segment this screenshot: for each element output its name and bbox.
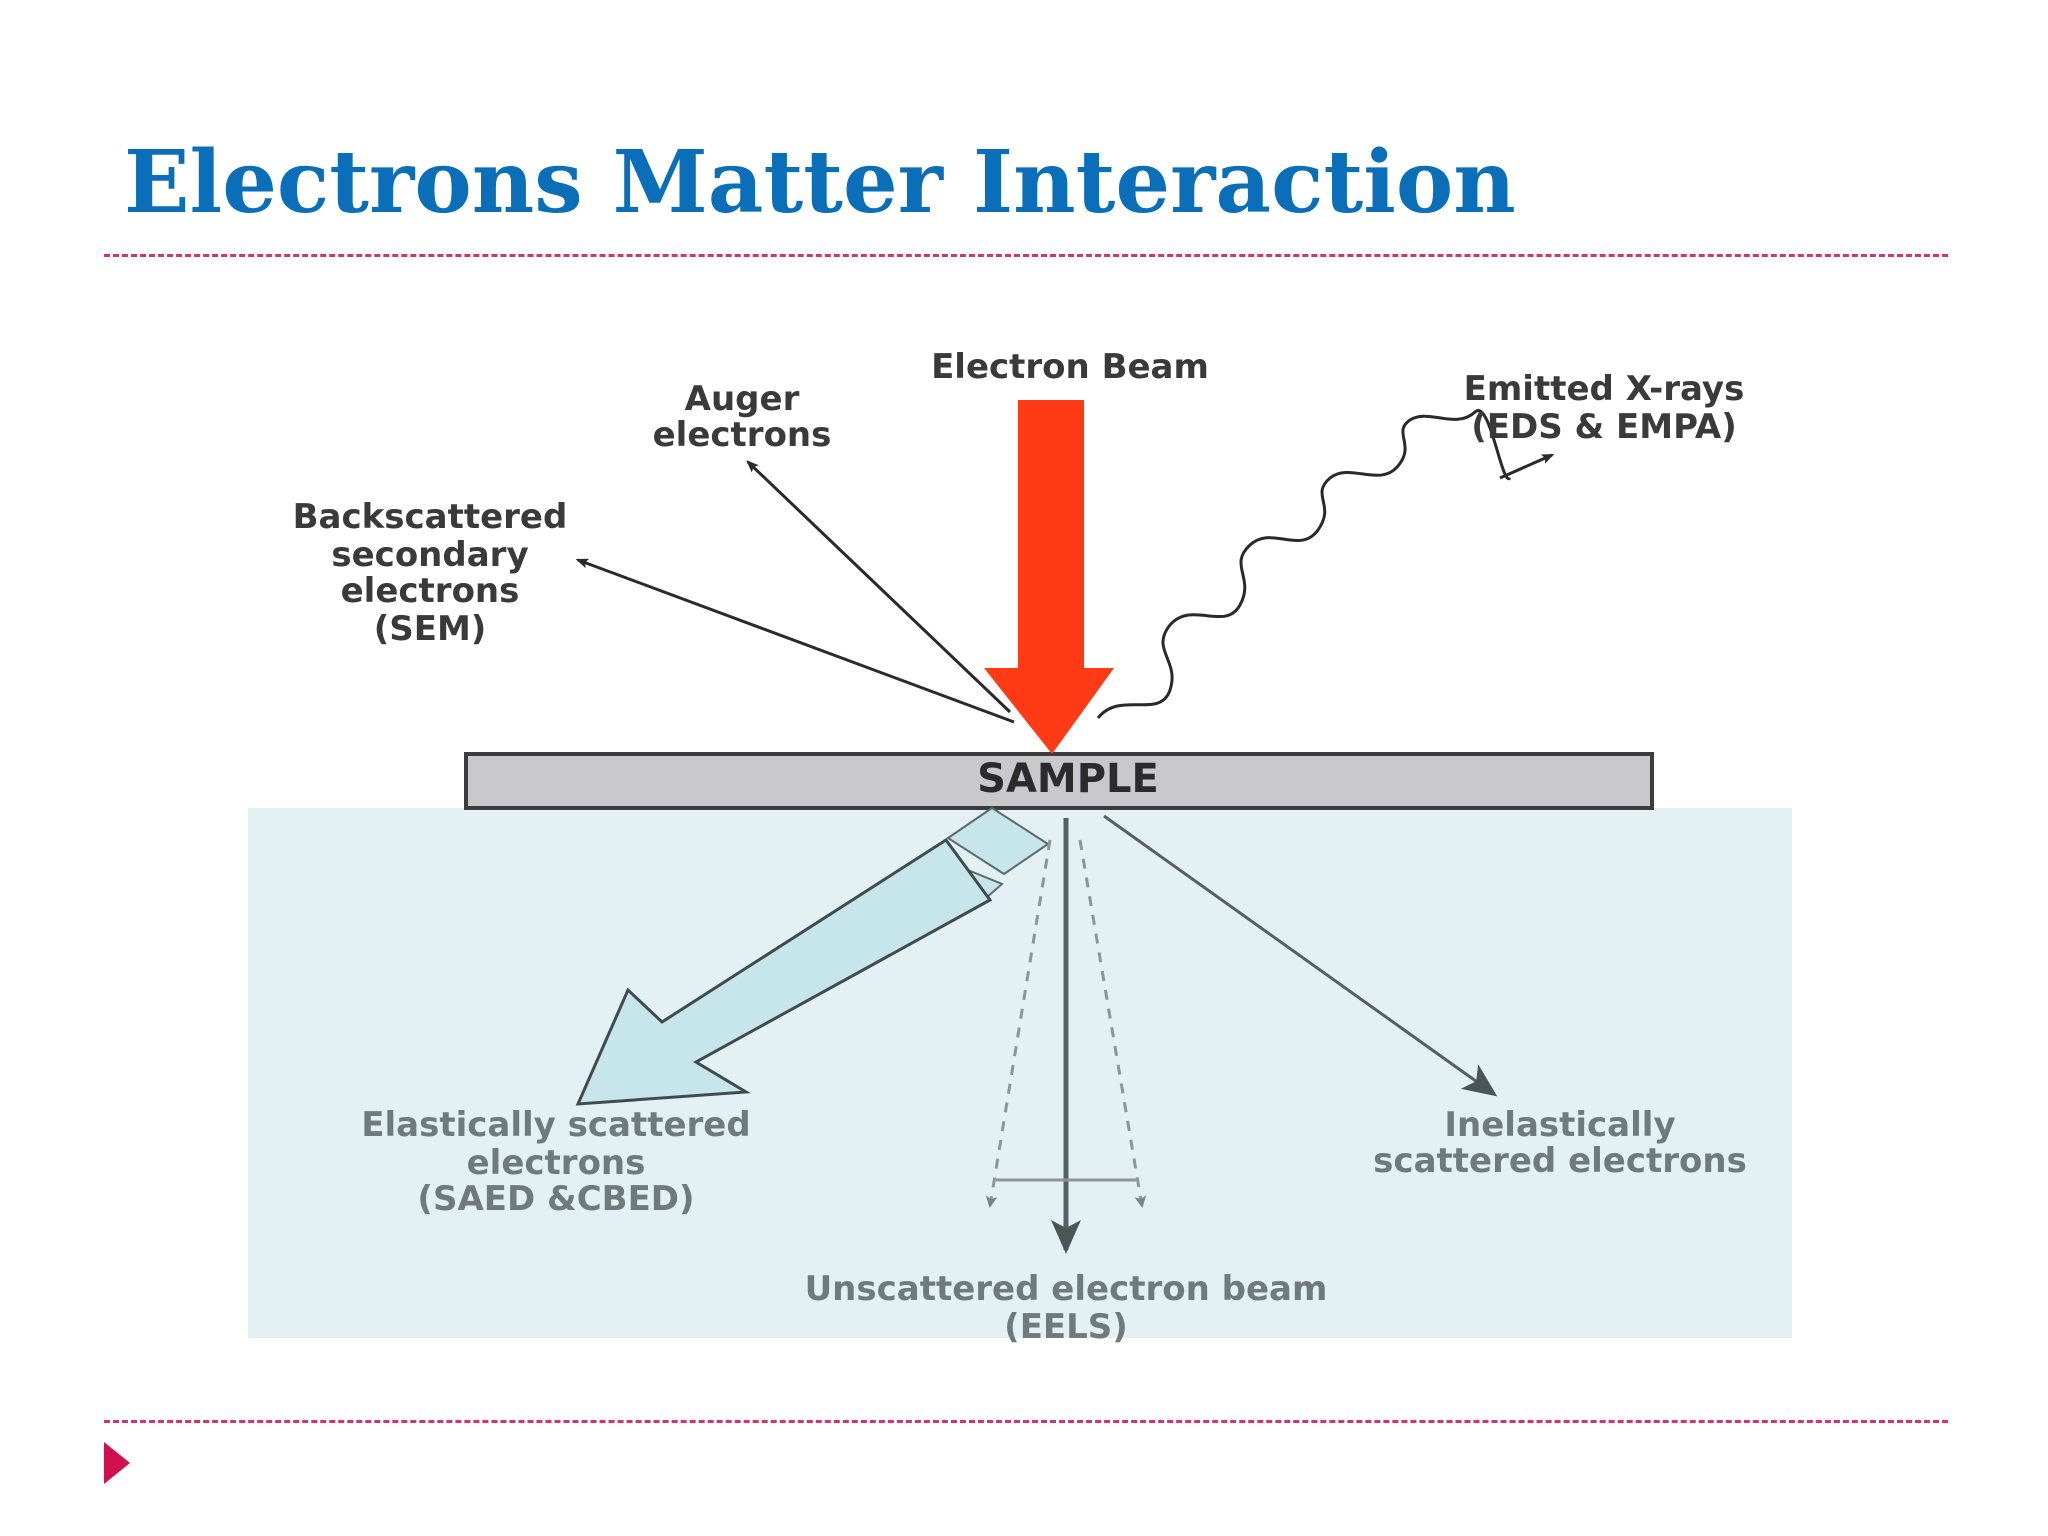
footer-divider bbox=[104, 1420, 1948, 1423]
backscattered-label-line1: Backscattered bbox=[293, 497, 568, 537]
electron-beam-arrow bbox=[984, 400, 1114, 754]
elastic-label-line1: Elastically scattered bbox=[361, 1105, 750, 1145]
slide-title: Electrons Matter Interaction bbox=[124, 132, 1516, 233]
backscattered-label-line2: secondary bbox=[331, 535, 528, 575]
auger-arrow bbox=[748, 462, 1012, 714]
auger-label-line2: electrons bbox=[653, 415, 832, 455]
inelastic-label-line2: scattered electrons bbox=[1373, 1141, 1747, 1181]
elastic-scatter-arrow bbox=[575, 806, 1050, 1106]
transmission-region bbox=[248, 808, 1792, 1338]
dashed-cone-left bbox=[985, 839, 1052, 1208]
auger-label-line1: Auger bbox=[685, 379, 800, 419]
elastic-label-line3: (SAED &CBED) bbox=[417, 1179, 694, 1219]
xrays-label-line2: (EDS & EMPA) bbox=[1471, 407, 1737, 447]
dashed-cone-right bbox=[1078, 839, 1147, 1208]
unscattered-label-line1: Unscattered electron beam bbox=[805, 1269, 1328, 1309]
backscattered-label-line4: (SEM) bbox=[374, 609, 487, 649]
electron-beam-label: Electron Beam bbox=[931, 347, 1209, 387]
backscattered-label-line3: electrons bbox=[341, 571, 520, 611]
unscattered-label-line2: (EELS) bbox=[1004, 1307, 1128, 1347]
sample-label: SAMPLE bbox=[977, 756, 1159, 802]
xray-wave bbox=[1096, 409, 1512, 719]
backscattered-arrow bbox=[578, 558, 1015, 724]
inelastic-label-line1: Inelastically bbox=[1444, 1105, 1675, 1145]
xray-arrow bbox=[1499, 453, 1552, 480]
xrays-label-line1: Emitted X-rays bbox=[1464, 369, 1745, 409]
bullet-triangle-icon bbox=[104, 1442, 130, 1484]
title-divider bbox=[104, 254, 1948, 257]
inelastic-arrow bbox=[1103, 814, 1498, 1097]
elastic-label-line2: electrons bbox=[467, 1143, 646, 1183]
sample-slab bbox=[464, 752, 1654, 810]
